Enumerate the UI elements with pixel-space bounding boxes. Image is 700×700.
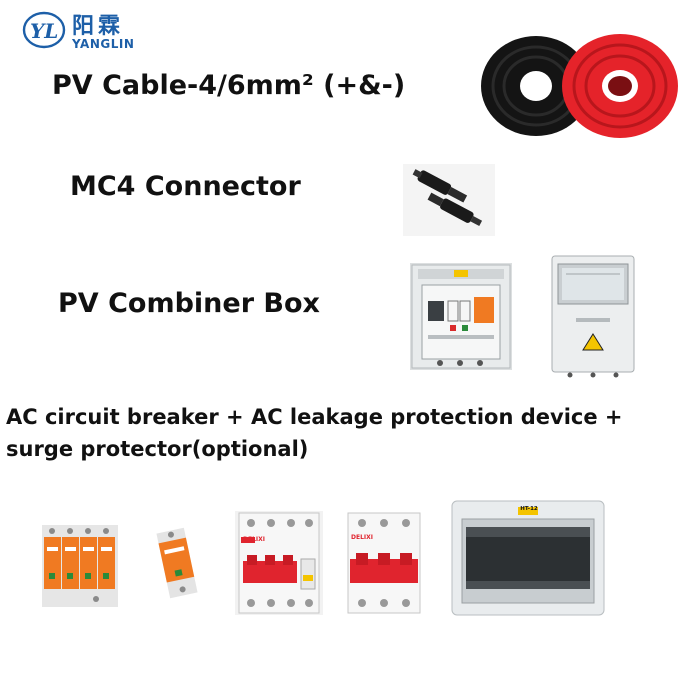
- combiner-box-open-image: [410, 263, 512, 370]
- pv-cable-image: [478, 24, 688, 142]
- pv-cable-title: PV Cable-4/6mm² (+&-): [52, 70, 406, 101]
- brand-name-cn: 阳霖: [72, 13, 125, 39]
- distribution-enclosure-image: HT-12: [448, 497, 608, 619]
- yl-logo-icon: YL: [22, 11, 66, 49]
- mc4-connector-title: MC4 Connector: [70, 171, 301, 202]
- surge-protector-4pole-image: [40, 517, 120, 609]
- mc4-connector-image: [403, 164, 495, 236]
- logo-mark-text: YL: [30, 19, 58, 43]
- surge-protector-1pole-image: [153, 524, 201, 602]
- brand-name-en: YANGLIN: [72, 37, 135, 51]
- combiner-box-closed-image: [550, 254, 636, 378]
- brand-logo: YL 阳霖 YANGLIN: [20, 6, 160, 56]
- circuit-breaker-image: DELIXI: [346, 511, 422, 615]
- pv-combiner-box-title: PV Combiner Box: [58, 288, 320, 319]
- ac-protection-title: AC circuit breaker + AC leakage protecti…: [6, 405, 623, 461]
- breaker-brand-label: DELIXI: [243, 536, 265, 543]
- mcb-brand-label: DELIXI: [351, 534, 373, 541]
- enclosure-tag: HT-12: [520, 506, 538, 512]
- leakage-breaker-image: DELIXI: [235, 511, 323, 615]
